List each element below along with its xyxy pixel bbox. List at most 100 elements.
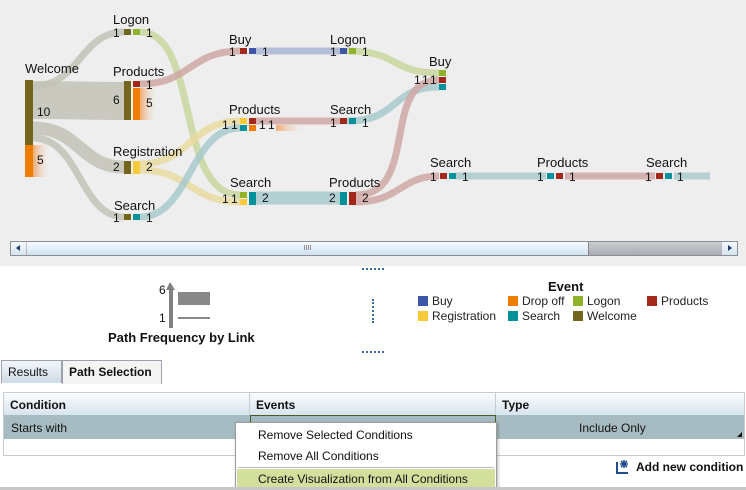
context-menu: Remove Selected Conditions Remove All Co… (235, 422, 497, 490)
node-label: Products (113, 64, 165, 79)
node-label: Search (114, 198, 156, 213)
type-cell[interactable]: Include Only (579, 421, 646, 435)
node-count: 1 (362, 116, 369, 130)
frequency-max: 6 (159, 283, 166, 297)
tab-label: Path Selection (69, 365, 152, 379)
event-bar-products[interactable] (349, 192, 356, 205)
event-bar-drop-off[interactable] (249, 125, 256, 131)
event-bar-buy[interactable] (249, 48, 256, 54)
event-bar-welcome[interactable] (124, 81, 131, 120)
column-header-events[interactable]: Events (250, 393, 496, 415)
scroll-thumb[interactable]: IIII (27, 242, 589, 255)
drop-off-fade (33, 145, 51, 177)
event-bar-welcome[interactable] (124, 214, 131, 220)
event-bar-products[interactable] (439, 77, 446, 83)
event-bar-products[interactable] (656, 173, 663, 179)
event-bar-registration[interactable] (133, 161, 140, 174)
event-bar-search[interactable] (240, 125, 247, 131)
event-bar-search[interactable] (340, 192, 347, 205)
node-label: Products (229, 102, 281, 117)
add-new-condition-button[interactable]: Add new condition (616, 459, 743, 474)
legend-label: Registration (432, 309, 497, 323)
node-label: Products (537, 155, 589, 170)
menu-item-remove-selected[interactable]: Remove Selected Conditions (258, 428, 413, 442)
legend-label: Logon (587, 294, 621, 308)
node-count: 1 (462, 170, 469, 184)
legend-item: Buy (418, 294, 453, 308)
event-bar-logon[interactable] (133, 29, 140, 35)
node-label: Buy (429, 54, 452, 69)
event-bar-welcome[interactable] (124, 161, 131, 174)
event-bar-search[interactable] (349, 118, 356, 124)
frequency-arrow-icon (166, 282, 210, 328)
node-count: 1 (537, 170, 544, 184)
horizontal-scrollbar[interactable]: IIII (10, 241, 738, 256)
node-label: Search (330, 102, 372, 117)
column-header-type[interactable]: Type (496, 393, 744, 415)
conditions-table: Condition Events Type Starts with Includ… (3, 392, 745, 456)
event-bar-registration[interactable] (240, 118, 247, 124)
event-bar-search[interactable] (665, 173, 672, 179)
scroll-right-button[interactable] (722, 242, 737, 255)
node-count: 1 (430, 73, 437, 87)
event-bar-welcome[interactable] (124, 29, 131, 35)
tab-label: Results (8, 365, 49, 379)
link (139, 166, 241, 206)
tab-results[interactable]: Results (1, 360, 62, 383)
scroll-left-button[interactable] (11, 242, 26, 255)
event-bar-buy[interactable] (340, 48, 347, 54)
legend-swatch (508, 296, 518, 306)
event-bar-logon[interactable] (240, 192, 247, 198)
legend-splitter[interactable] (372, 299, 374, 323)
node-count: 6 (113, 93, 120, 107)
event-bar-products[interactable] (340, 118, 347, 124)
link (139, 124, 241, 221)
event-bar-search[interactable] (249, 192, 256, 205)
menu-item-create-visualization[interactable]: Create Visualization from All Conditions (237, 469, 495, 489)
legend-label: Drop off (522, 294, 565, 308)
node-count: 1 (645, 170, 652, 184)
legend-item: Logon (573, 294, 620, 308)
legend-item: Search (508, 309, 560, 323)
node-count: 1 (231, 192, 238, 206)
node-count: 2 (362, 191, 369, 205)
event-bar-drop-off[interactable] (25, 145, 33, 177)
event-bar-logon[interactable] (439, 70, 446, 76)
event-bar-drop-off[interactable] (133, 88, 140, 120)
node-count: 2 (329, 191, 336, 205)
event-bar-search[interactable] (449, 173, 456, 179)
node-count: 1 (231, 118, 238, 132)
column-header-condition[interactable]: Condition (4, 393, 250, 415)
node-count: 1 (222, 118, 229, 132)
link (355, 76, 440, 199)
node-count: 1 (268, 118, 275, 132)
tab-path-selection[interactable]: Path Selection (62, 360, 162, 384)
event-bar-products[interactable] (249, 118, 256, 124)
legend-label: Buy (432, 294, 453, 308)
event-bar-search[interactable] (547, 173, 554, 179)
menu-item-remove-all[interactable]: Remove All Conditions (258, 449, 379, 463)
node-count: 1 (229, 45, 236, 59)
splitter-handle[interactable] (362, 351, 384, 353)
condition-cell[interactable]: Starts with (11, 421, 68, 435)
event-bar-welcome[interactable] (25, 80, 33, 145)
legend-item: Drop off (508, 294, 564, 308)
dropdown-corner-icon[interactable] (737, 432, 742, 437)
splitter-handle[interactable] (362, 268, 384, 270)
event-legend-title: Event (548, 279, 584, 294)
event-bar-products[interactable] (440, 173, 447, 179)
legend-swatch (508, 311, 518, 321)
event-bar-products[interactable] (240, 48, 247, 54)
link (32, 121, 125, 174)
event-bar-products[interactable] (556, 173, 563, 179)
event-bar-registration[interactable] (240, 199, 247, 205)
legend-swatch (573, 311, 583, 321)
node-count: 1 (259, 118, 266, 132)
event-bar-search[interactable] (439, 84, 446, 90)
event-bar-logon[interactable] (349, 48, 356, 54)
link (139, 117, 241, 168)
event-bar-products[interactable] (133, 81, 140, 87)
frequency-min: 1 (159, 311, 166, 325)
event-bar-search[interactable] (133, 214, 140, 220)
node-count: 5 (146, 96, 153, 110)
